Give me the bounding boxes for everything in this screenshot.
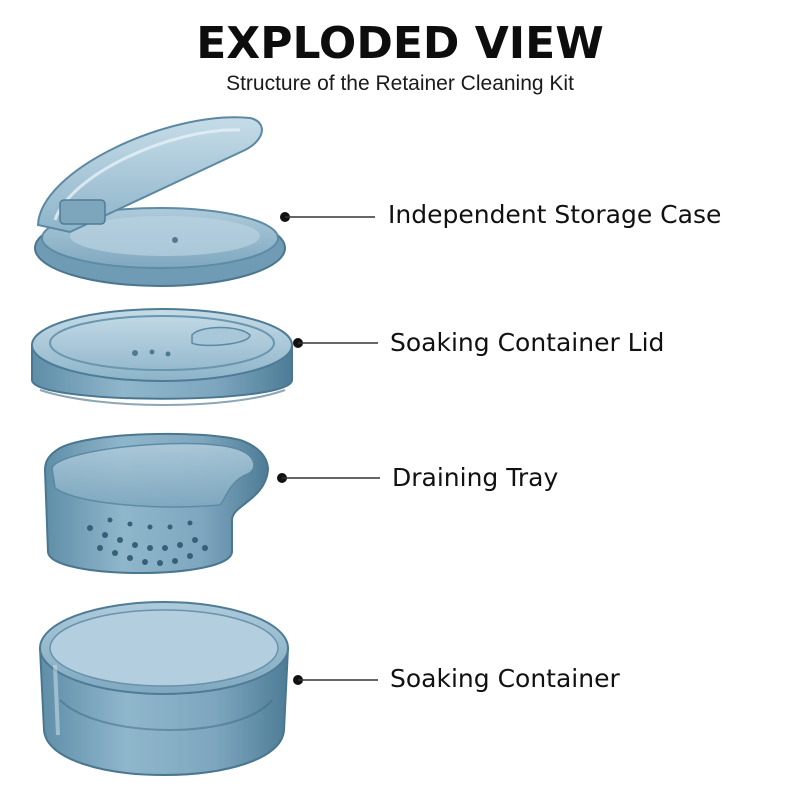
label-soaking-container: Soaking Container	[390, 664, 620, 693]
soaking-container-part	[38, 601, 290, 776]
page-title: EXPLODED VIEW	[196, 18, 604, 69]
label-independent-storage-case: Independent Storage Case	[388, 200, 722, 229]
soaking-lid-part	[31, 308, 293, 406]
label-soaking-container-lid: Soaking Container Lid	[390, 328, 665, 357]
leader-lines	[277, 212, 380, 685]
storage-case-part	[34, 116, 286, 287]
draining-tray-part	[43, 432, 270, 574]
page-subtitle: Structure of the Retainer Cleaning Kit	[226, 72, 574, 95]
label-draining-tray: Draining Tray	[392, 463, 559, 492]
